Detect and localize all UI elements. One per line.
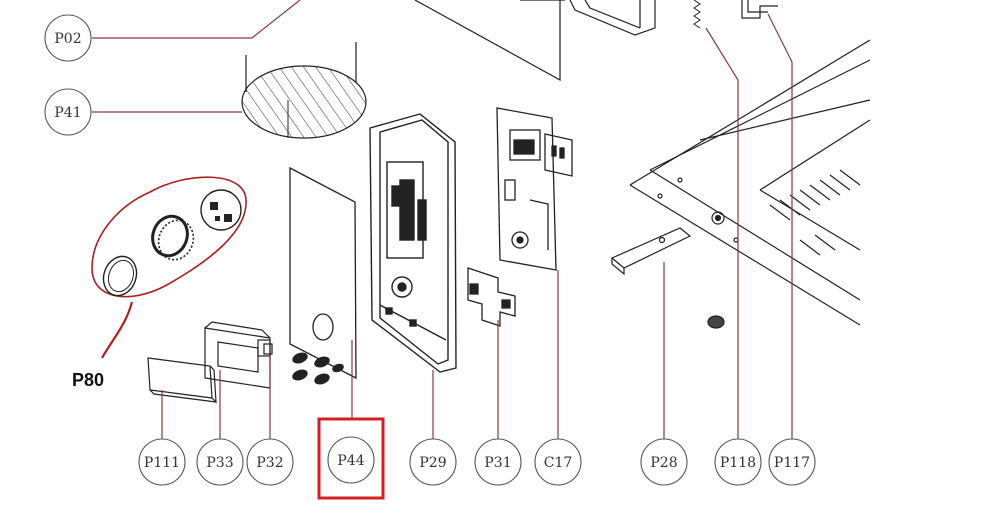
callout-label: P111 — [144, 455, 180, 471]
leader-lines — [92, 0, 793, 442]
callout-P02: P02 — [44, 14, 92, 62]
callout-P44-highlighted: P44 — [317, 417, 385, 500]
callout-P117: P117 — [768, 438, 816, 486]
oven-housing-panel — [414, 0, 565, 82]
knob-assembly-group — [91, 176, 247, 359]
hinge-bracket-part — [610, 227, 692, 276]
callout-P32: P32 — [246, 438, 294, 486]
control-panel-overlay-part — [289, 166, 357, 380]
callout-P118: P118 — [714, 438, 762, 486]
callout-label: P02 — [54, 31, 81, 47]
clip-part — [741, 0, 778, 19]
callout-label: C17 — [544, 455, 573, 471]
callout-label: P28 — [650, 455, 677, 471]
callout-P41: P41 — [44, 88, 92, 136]
group-label-P80: P80 — [72, 370, 104, 390]
callout-P29: P29 — [409, 438, 457, 486]
callout-label: P118 — [720, 455, 756, 471]
control-housing-part — [369, 113, 457, 373]
callout-label: P44 — [337, 453, 364, 469]
callout-label: P29 — [419, 455, 446, 471]
callout-label: P41 — [54, 105, 81, 121]
top-bracket — [569, 0, 656, 36]
callout-P31: P31 — [474, 438, 522, 486]
callout-C17: C17 — [534, 438, 582, 486]
hatched-disc-part — [241, 42, 367, 139]
control-board-part — [496, 107, 573, 271]
rubber-buttons — [292, 352, 344, 385]
callout-P111: P111 — [138, 438, 186, 486]
mounting-bracket-part — [467, 267, 516, 327]
callout-label: P32 — [256, 455, 283, 471]
window-panel-part — [147, 357, 217, 404]
callout-label: P33 — [206, 455, 233, 471]
callout-label: P31 — [484, 455, 511, 471]
callout-label: P117 — [774, 455, 810, 471]
callout-P28: P28 — [640, 438, 688, 486]
callout-P33: P33 — [196, 438, 244, 486]
oven-cavity-part — [629, 39, 871, 329]
button-part — [257, 339, 273, 357]
spring-part — [693, 0, 701, 29]
